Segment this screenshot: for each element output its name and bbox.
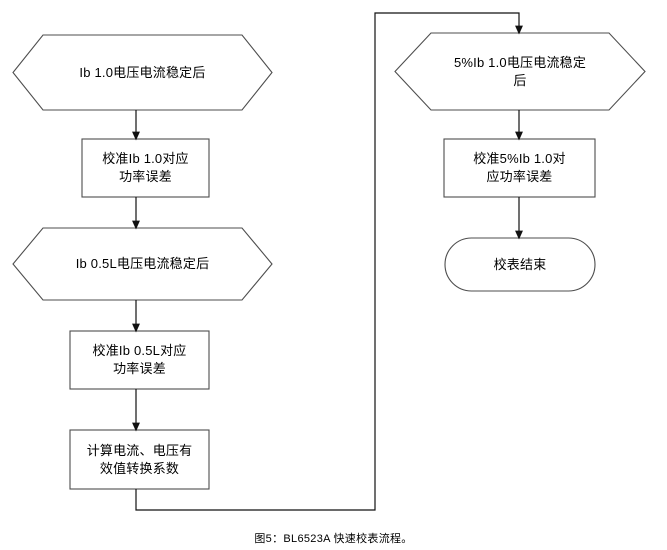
figure-caption: 图5：BL6523A 快速校表流程。 xyxy=(254,533,413,545)
node-process-calibrate-5pct-ib10 xyxy=(443,138,596,198)
edge-n5-n6-loop xyxy=(135,12,523,511)
node-hexagon-ib10-stable xyxy=(12,34,273,111)
node-process-calibrate-ib10 xyxy=(81,138,210,198)
node-hexagon-ib05l-stable xyxy=(12,227,273,301)
node-process-compute-rms-coeff xyxy=(69,429,210,490)
node-hexagon-5pct-ib10-stable xyxy=(394,32,646,111)
node-terminator-end xyxy=(444,237,596,292)
node-process-calibrate-ib05l xyxy=(69,330,210,390)
